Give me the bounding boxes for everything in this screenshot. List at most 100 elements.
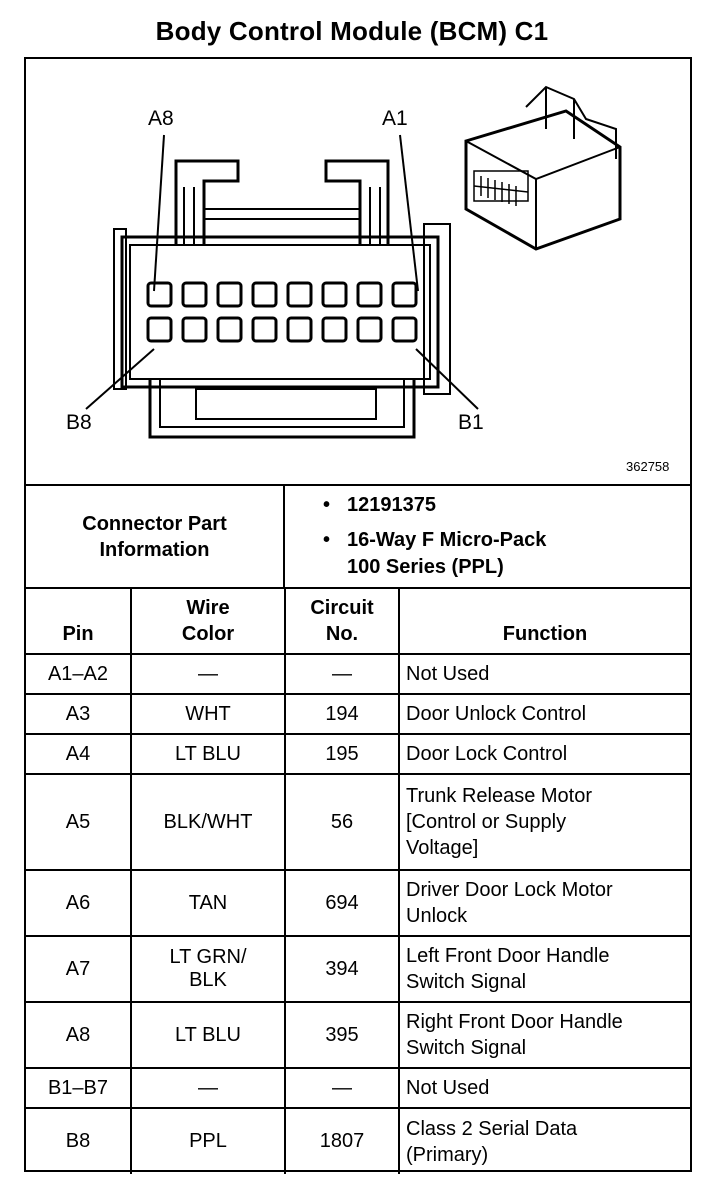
leader-a8 <box>153 134 165 292</box>
pin-cavity <box>216 316 243 343</box>
function-cell-line: Trunk Release Motor <box>406 785 592 807</box>
function-cell-line: (Primary) <box>406 1143 489 1166</box>
header-pin: Pin <box>26 587 132 655</box>
connector-info-values: • 12191375 • 16-Way F Micro-Pack 100 Ser… <box>285 492 685 581</box>
part-number-item: • 12191375 <box>285 492 685 519</box>
connector-type-line2: 100 Series (PPL) <box>347 556 504 578</box>
pin-cell: A3 <box>26 693 132 735</box>
function-cell-line: Class 2 Serial Data <box>406 1117 578 1140</box>
pin-cell: B8 <box>26 1107 132 1174</box>
circuit-cell: 694 <box>284 869 400 937</box>
function-cell-line: Switch Signal <box>406 971 527 993</box>
figure-number: 362758 <box>626 459 670 474</box>
function-cell-line: Unlock <box>406 905 468 927</box>
pin-cavity <box>321 316 348 343</box>
pin-cell: A8 <box>26 1001 132 1069</box>
connector-info-label: Connector Part Information <box>26 486 285 587</box>
circuit-cell: 195 <box>284 733 400 775</box>
wire-color-cell: WHT <box>130 693 286 735</box>
header-circuit-no: Circuit No. <box>284 587 400 655</box>
pin-cell: A6 <box>26 869 132 937</box>
circuit-cell: — <box>284 1067 400 1109</box>
wire-color-cell-line: BLK <box>189 969 227 991</box>
connector-type-line1: 16-Way F Micro-Pack <box>347 529 547 551</box>
left-latch <box>174 159 240 245</box>
function-cell-line: [Control or Supply <box>406 811 567 833</box>
connector-body-outline <box>120 235 440 389</box>
function-cell-line: Driver Door Lock Motor <box>406 879 613 901</box>
pin-cavity <box>181 281 208 308</box>
circuit-cell: 56 <box>284 773 400 871</box>
pin-cell: A7 <box>26 935 132 1003</box>
header-wire-line2: Color <box>181 623 235 645</box>
connector-type-item: • 16-Way F Micro-Pack 100 Series (PPL) <box>285 527 685 581</box>
pin-cell: A1–A2 <box>26 653 132 695</box>
wire-color-cell-line: LT GRN/ <box>169 946 247 968</box>
pin-cavity <box>286 281 313 308</box>
connector-diagram: A8 A1 B8 B1 362758 <box>26 59 690 484</box>
function-cell-line: Left Front Door Handle <box>406 945 610 967</box>
table-header-row: Pin Wire Color Circuit No. Function <box>26 587 690 655</box>
connector-body-inner <box>129 244 431 380</box>
wire-color-cell: — <box>130 1067 286 1109</box>
connector-3d-view <box>464 85 622 251</box>
wire-color-cell: LT BLU <box>130 733 286 775</box>
function-cell-line: Voltage] <box>406 837 479 859</box>
table-row: B1–B7——Not Used <box>26 1067 690 1109</box>
function-cell-line: Right Front Door Handle <box>406 1011 623 1033</box>
label-b8: B8 <box>66 411 92 434</box>
wire-color-cell: LT BLU <box>130 1001 286 1069</box>
pin-cavity <box>356 281 383 308</box>
function-cell: Not Used <box>398 1067 690 1109</box>
pin-cavity <box>146 281 173 308</box>
label-a1: A1 <box>382 107 408 130</box>
leader-b8 <box>85 348 155 410</box>
leader-b1 <box>415 348 479 410</box>
connector-info-label-line1: Connector Part <box>82 512 227 535</box>
bullet-icon: • <box>323 529 331 551</box>
connector-frame: A8 A1 B8 B1 362758 Connector Part Inform… <box>24 57 692 1174</box>
connector-part-info: Connector Part Information • 12191375 • … <box>26 484 690 587</box>
page-title: Body Control Module (BCM) C1 <box>155 16 549 46</box>
function-cell: Class 2 Serial Data (Primary) <box>398 1107 690 1174</box>
function-cell: Not Used <box>398 653 690 695</box>
pin-cavity <box>286 316 313 343</box>
right-latch <box>324 159 390 245</box>
function-cell-line: Switch Signal <box>406 1037 527 1059</box>
connector-type: 16-Way F Micro-Pack 100 Series (PPL) <box>347 527 685 581</box>
wire-color-cell: BLK/WHT <box>130 773 286 871</box>
function-cell: Door Unlock Control <box>398 693 690 735</box>
bottom-tab <box>148 379 416 439</box>
pin-cavity <box>356 316 383 343</box>
circuit-cell: 1807 <box>284 1107 400 1174</box>
table-row: A1–A2——Not Used <box>26 653 690 695</box>
circuit-cell: 194 <box>284 693 400 735</box>
header-wire-color: Wire Color <box>130 587 286 655</box>
circuit-cell: — <box>284 653 400 695</box>
pin-cavity <box>391 281 418 308</box>
circuit-cell: 394 <box>284 935 400 1003</box>
label-b1: B1 <box>458 411 484 434</box>
label-a8: A8 <box>148 107 174 130</box>
connector-info-label-line2: Information <box>99 538 210 561</box>
function-cell: Door Lock Control <box>398 733 690 775</box>
pin-cavity <box>216 281 243 308</box>
pin-cavity <box>146 316 173 343</box>
left-flange <box>113 228 127 390</box>
pin-cavity <box>251 281 278 308</box>
header-function: Function <box>398 587 690 655</box>
right-flange <box>423 223 451 395</box>
wire-color-cell: LT GRN/BLK <box>130 935 286 1003</box>
wire-color-cell: TAN <box>130 869 286 937</box>
